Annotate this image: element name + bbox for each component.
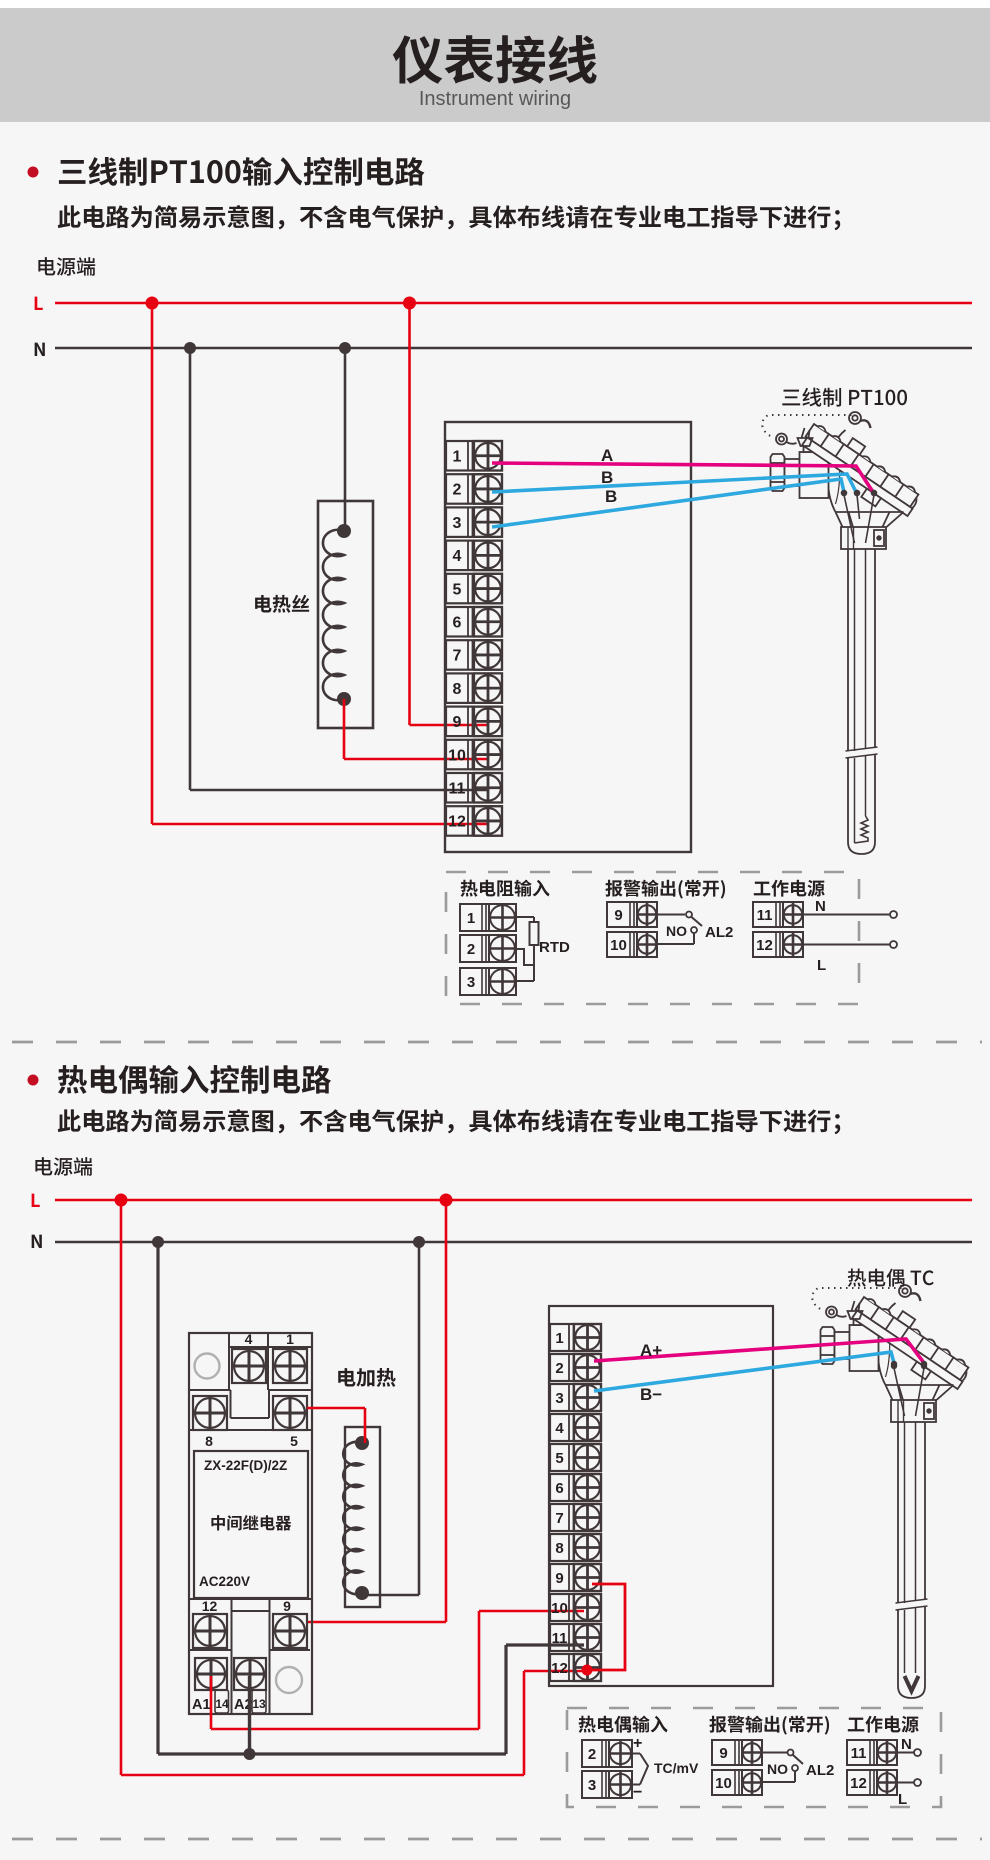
svg-text:4: 4: [453, 548, 462, 565]
svg-text:B−: B−: [640, 1385, 662, 1404]
svg-text:2: 2: [467, 941, 475, 958]
svg-text:4: 4: [555, 1420, 564, 1437]
svg-text:3: 3: [453, 515, 462, 532]
svg-text:9: 9: [719, 1745, 727, 1762]
svg-text:5: 5: [290, 1433, 298, 1449]
svg-text:AL2: AL2: [705, 924, 733, 941]
svg-text:TC/mV: TC/mV: [654, 1760, 699, 1776]
svg-text:9: 9: [614, 907, 622, 924]
svg-text:11: 11: [757, 907, 773, 924]
svg-text:NO: NO: [767, 1761, 788, 1777]
svg-text:−: −: [633, 1784, 642, 1801]
svg-text:1: 1: [453, 449, 462, 466]
svg-text:12: 12: [202, 1598, 218, 1614]
svg-text:+: +: [633, 1735, 642, 1752]
svg-text:RTD: RTD: [539, 939, 570, 956]
svg-text:10: 10: [551, 1600, 568, 1617]
svg-text:2: 2: [453, 482, 462, 499]
svg-text:7: 7: [453, 648, 462, 665]
svg-text:6: 6: [555, 1480, 563, 1497]
svg-text:12: 12: [850, 1775, 867, 1792]
svg-text:NO: NO: [666, 923, 687, 939]
svg-text:8: 8: [555, 1540, 563, 1557]
svg-text:12: 12: [448, 814, 466, 831]
svg-text:L: L: [898, 1791, 907, 1808]
svg-text:10: 10: [610, 937, 627, 954]
svg-text:1: 1: [286, 1331, 294, 1347]
svg-text:L: L: [817, 957, 826, 974]
svg-text:B: B: [601, 468, 613, 487]
svg-text:AL2: AL2: [806, 1762, 834, 1779]
svg-text:5: 5: [555, 1450, 563, 1467]
svg-text:11: 11: [449, 781, 466, 798]
svg-text:8: 8: [453, 681, 462, 698]
svg-text:ZX-22F(D)/2Z: ZX-22F(D)/2Z: [204, 1458, 287, 1473]
svg-text:B: B: [605, 487, 617, 506]
svg-text:AC220V: AC220V: [199, 1574, 250, 1589]
svg-text:8: 8: [205, 1433, 213, 1449]
svg-text:11: 11: [552, 1630, 568, 1647]
svg-text:2: 2: [555, 1360, 563, 1377]
svg-text:1: 1: [467, 910, 475, 927]
svg-text:6: 6: [453, 615, 462, 632]
svg-text:5: 5: [453, 581, 462, 598]
svg-text:9: 9: [555, 1570, 563, 1587]
svg-text:4: 4: [245, 1331, 253, 1347]
svg-text:14: 14: [215, 1697, 229, 1711]
svg-text:11: 11: [851, 1745, 867, 1762]
svg-text:A+: A+: [640, 1341, 662, 1360]
svg-text:12: 12: [551, 1660, 568, 1677]
svg-text:2: 2: [588, 1746, 596, 1763]
svg-text:N: N: [815, 898, 826, 915]
svg-text:Instrument wiring: Instrument wiring: [419, 88, 571, 110]
svg-text:1: 1: [555, 1330, 563, 1347]
svg-text:A1: A1: [192, 1697, 211, 1713]
svg-text:10: 10: [715, 1775, 732, 1792]
svg-text:3: 3: [467, 974, 475, 991]
svg-text:A: A: [601, 446, 613, 465]
svg-text:7: 7: [555, 1510, 563, 1527]
svg-text:12: 12: [756, 937, 773, 954]
svg-text:10: 10: [448, 747, 466, 764]
svg-text:9: 9: [283, 1598, 291, 1614]
svg-text:3: 3: [555, 1390, 563, 1407]
svg-text:13: 13: [252, 1697, 266, 1711]
svg-text:9: 9: [453, 714, 462, 731]
svg-text:3: 3: [588, 1777, 596, 1794]
svg-text:N: N: [901, 1736, 912, 1753]
